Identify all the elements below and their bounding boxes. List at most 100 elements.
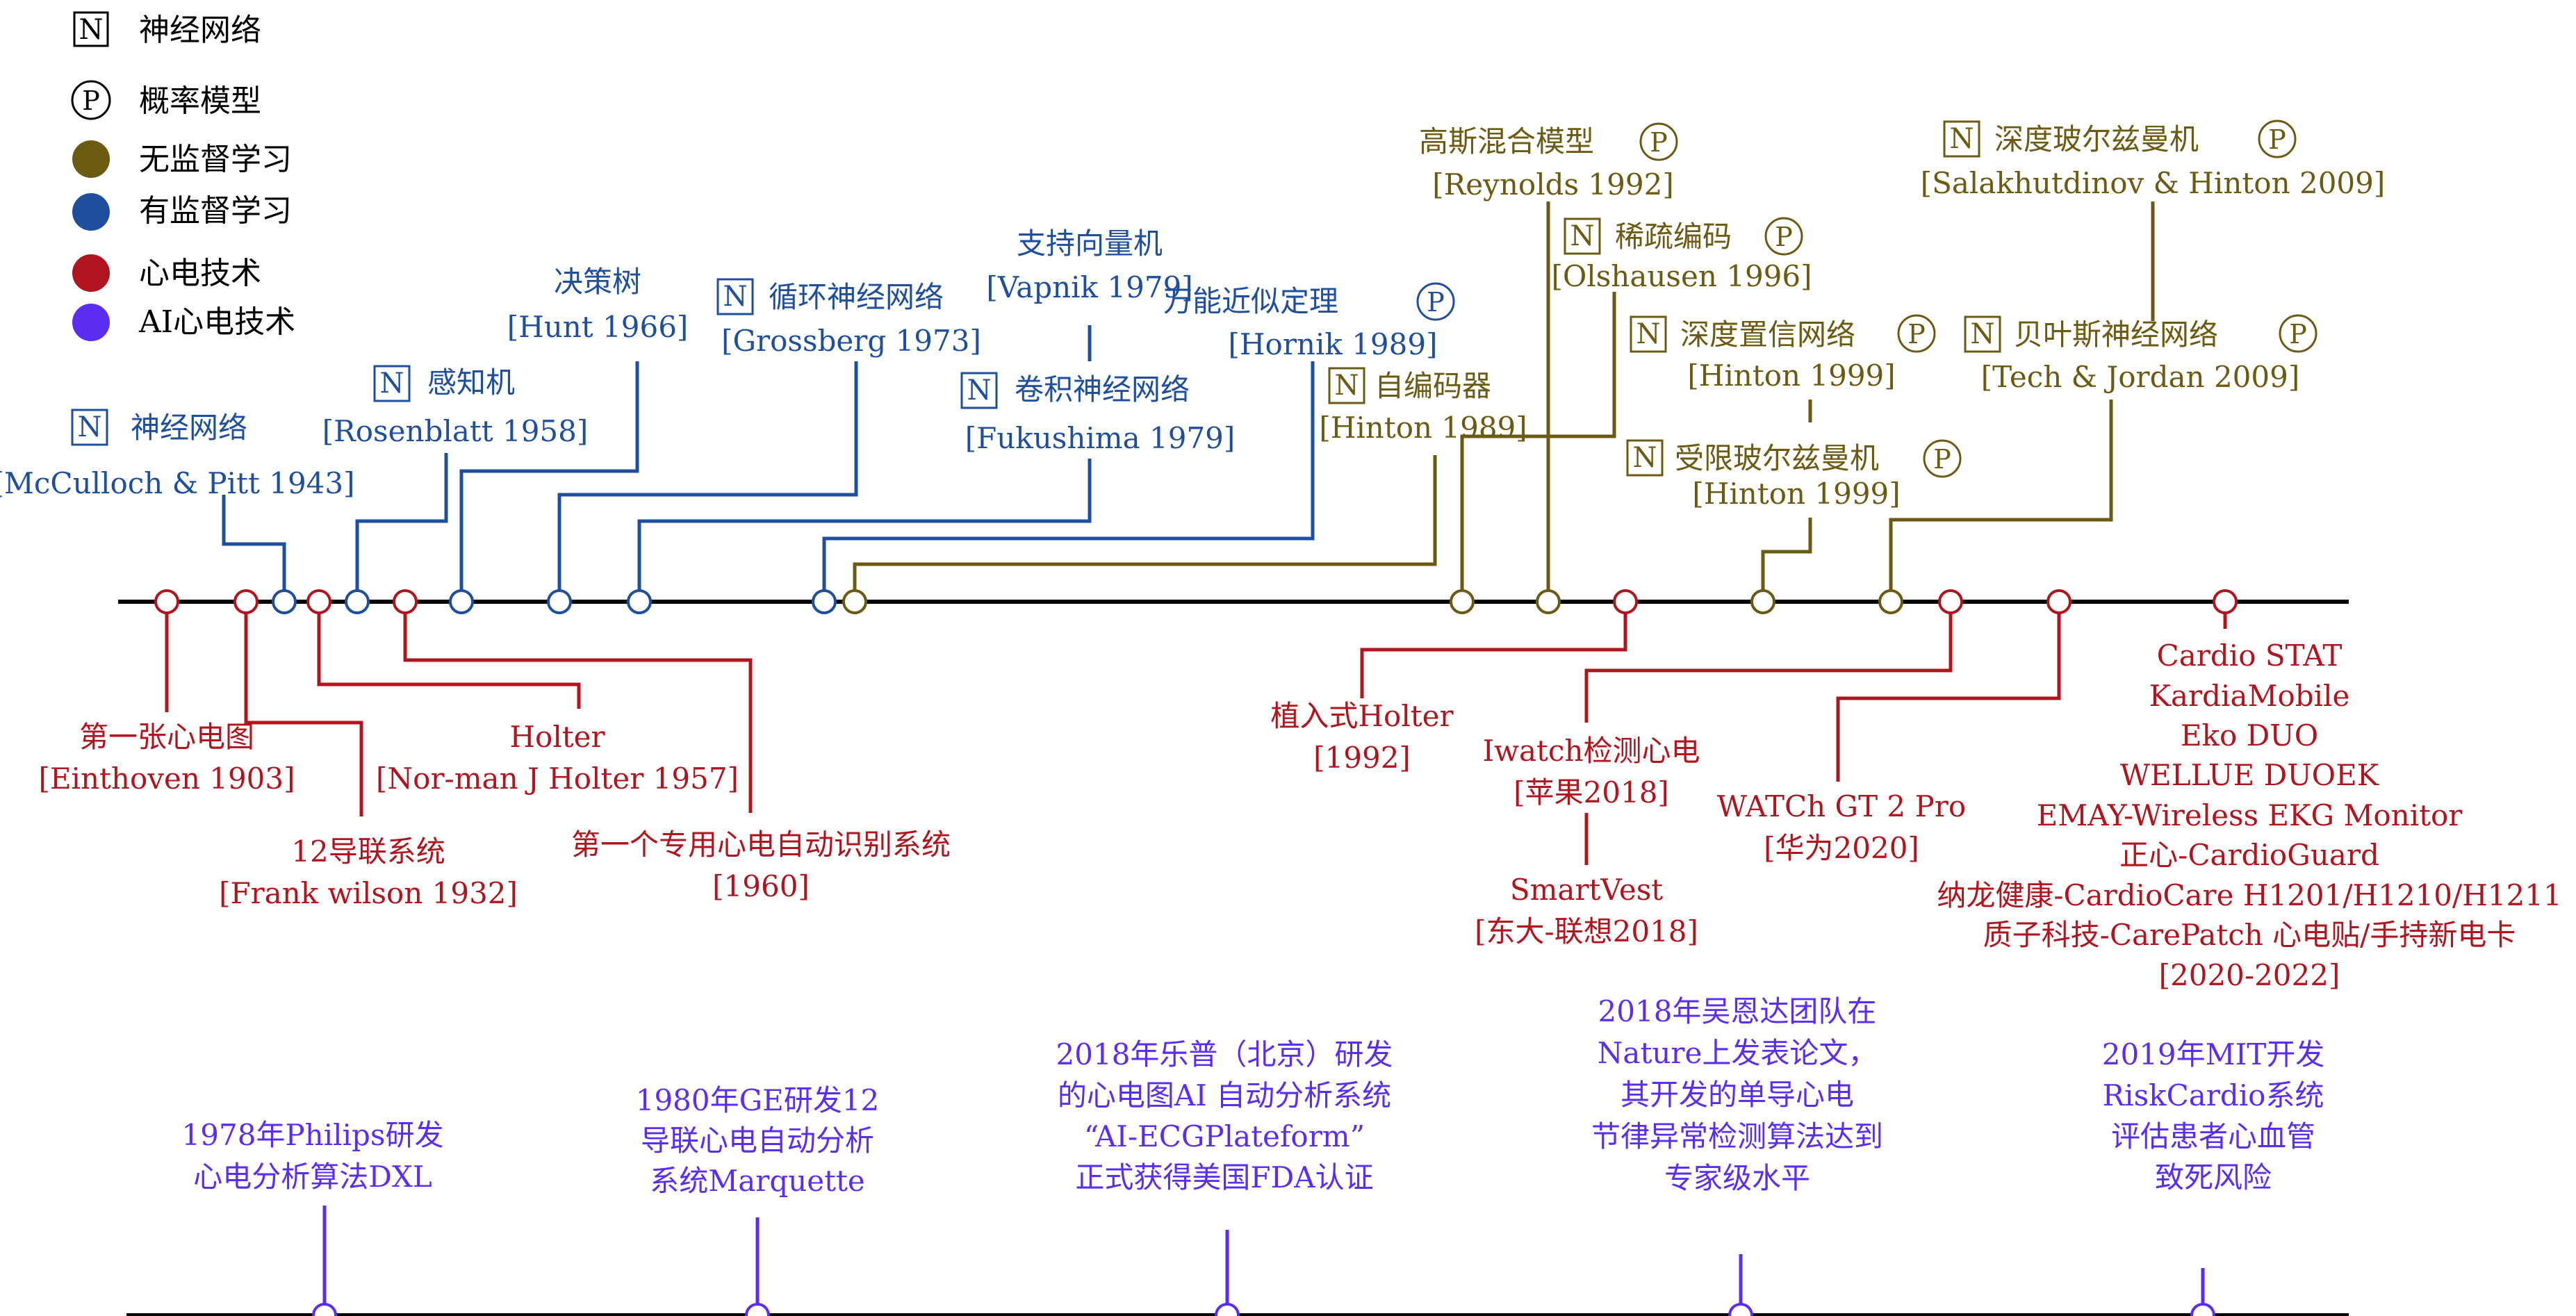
ge-line-3: 系统Marquette xyxy=(650,1164,865,1198)
wilson-title: 12导联系统 xyxy=(291,834,445,869)
vapnik-title: 支持向量机 xyxy=(1017,227,1163,261)
hinton1999a-p: P xyxy=(1908,319,1926,349)
connector-mcculloch xyxy=(222,495,286,591)
node-hornik xyxy=(812,589,837,614)
olshausen-p: P xyxy=(1775,222,1793,252)
supervised-labels: N 神经网络 [McCulloch & Pitt 1943] N 感知机 [Ro… xyxy=(0,227,1455,500)
rosenblatt-title: 感知机 xyxy=(427,365,515,400)
implant-citation: [1992] xyxy=(1313,741,1411,775)
ng-line-5: 专家级水平 xyxy=(1664,1161,1810,1195)
connector-hornik xyxy=(822,361,1315,591)
hornik-p: P xyxy=(1427,287,1445,318)
grossberg-n: N xyxy=(723,281,748,313)
mit-line-2: RiskCardio系统 xyxy=(2103,1078,2324,1112)
node-devices xyxy=(2213,589,2238,614)
watch-citation: [华为2020] xyxy=(1764,831,1919,865)
node-grossberg xyxy=(547,589,572,614)
grossberg-citation: [Grossberg 1973] xyxy=(721,324,981,358)
mcculloch-citation: [McCulloch & Pitt 1943] xyxy=(0,466,354,500)
node-hunt xyxy=(449,589,474,614)
fukushima-n-box xyxy=(960,372,998,409)
ge-line-1: 1980年GE研发12 xyxy=(636,1083,880,1117)
connector-hinton1999b xyxy=(1761,518,1812,591)
legend-unsupervised-dot xyxy=(72,140,110,178)
auto1960-citation: [1960] xyxy=(712,869,810,903)
iwatch-title: Iwatch检测心电 xyxy=(1482,734,1700,768)
smartvest-citation: [东大-联想2018] xyxy=(1475,914,1698,948)
device-line-5: EMAY-Wireless EKG Monitor xyxy=(2037,798,2463,832)
holter-title: Holter xyxy=(509,720,605,754)
device-line-3: Eko DUO xyxy=(2181,718,2318,752)
olshausen-p-circle xyxy=(1764,217,1803,256)
connector-olshausen xyxy=(1460,292,1616,591)
reynolds-p-circle xyxy=(1639,122,1678,161)
ng-line-4: 节律异常检测算法达到 xyxy=(1591,1119,1883,1153)
hinton1989-citation: [Hinton 1989] xyxy=(1319,411,1527,445)
hinton1999a-citation: [Hinton 1999] xyxy=(1687,359,1895,393)
reynolds-title: 高斯混合模型 xyxy=(1419,124,1594,158)
salakhutdinov-n-box xyxy=(1943,120,1980,158)
node-ge xyxy=(745,1303,770,1316)
einthoven-citation: [Einthoven 1903] xyxy=(39,762,295,796)
node-mit xyxy=(2190,1303,2215,1316)
hinton1999a-n: N xyxy=(1636,318,1661,350)
hinton1989-title: 自编码器 xyxy=(1375,369,1491,403)
device-line-4: WELLUE DUOEK xyxy=(2120,758,2380,792)
rosenblatt-n: N xyxy=(380,368,404,400)
fukushima-n: N xyxy=(967,375,992,406)
hinton1989-n-box xyxy=(1328,367,1365,404)
upper-nodes xyxy=(154,589,2238,614)
olshausen-n: N xyxy=(1570,220,1595,252)
legend-ai-label: AI心电技术 xyxy=(138,304,295,340)
node-mcculloch xyxy=(272,589,297,614)
device-line-6: 正心-CardioGuard xyxy=(2119,838,2379,872)
reynolds-citation: [Reynolds 1992] xyxy=(1432,167,1673,201)
node-implant xyxy=(1613,589,1638,614)
legend-unsupervised-label: 无监督学习 xyxy=(139,142,292,177)
iwatch-citation: [苹果2018] xyxy=(1513,775,1669,809)
legend: N 神经网络 P 概率模型 无监督学习 有监督学习 心电技术 AI心电技术 xyxy=(71,11,295,341)
watch-title: WATCh GT 2 Pro xyxy=(1717,789,1966,823)
legend-neural-label: 神经网络 xyxy=(139,13,261,48)
salakhutdinov-p-circle xyxy=(2258,120,2297,158)
olshausen-citation: [Olshausen 1996] xyxy=(1551,259,1812,293)
hornik-title: 万能近似定理 xyxy=(1163,284,1338,318)
node-watch xyxy=(2046,589,2072,614)
node-iwatch xyxy=(1938,589,1963,614)
hinton1999b-title: 受限玻尔兹曼机 xyxy=(1675,441,1879,475)
node-einthoven xyxy=(154,589,179,614)
mcculloch-n: N xyxy=(78,411,102,443)
node-ng xyxy=(1728,1303,1753,1316)
node-fukushima xyxy=(627,589,652,614)
ng-line-3: 其开发的单导心电 xyxy=(1621,1078,1854,1112)
legend-neural-marker: N xyxy=(79,14,104,46)
legend-ai-dot xyxy=(72,304,110,341)
unsupervised-labels: N 自编码器 [Hinton 1989] 高斯混合模型 P [Reynolds … xyxy=(1319,120,2386,511)
lepu-line-1: 2018年乐普（北京）研发 xyxy=(1056,1037,1393,1071)
unsupervised-connectors xyxy=(853,201,2155,591)
hornik-p-circle xyxy=(1416,282,1455,321)
tech-jordan-n: N xyxy=(1971,318,1995,350)
lepu-line-4: 正式获得美国FDA认证 xyxy=(1075,1160,1373,1194)
device-line-8: 质子科技-CarePatch 心电贴/手持新电卡 xyxy=(1983,918,2516,952)
node-olshausen xyxy=(1536,589,1561,614)
supervised-connectors xyxy=(222,325,1315,591)
salakhutdinov-citation: [Salakhutdinov & Hinton 2009] xyxy=(1921,166,2386,200)
salakhutdinov-title: 深度玻尔兹曼机 xyxy=(1994,122,2199,156)
grossberg-title: 循环神经网络 xyxy=(769,280,944,314)
node-philips xyxy=(312,1303,337,1316)
mcculloch-title: 神经网络 xyxy=(131,411,247,445)
connector-rosenblatt xyxy=(355,453,448,591)
connector-grossberg xyxy=(557,361,858,591)
node-auto1960 xyxy=(393,589,418,614)
hinton1999a-title: 深度置信网络 xyxy=(1680,318,1855,352)
connector-fukushima xyxy=(637,459,1092,591)
mit-line-4: 致死风险 xyxy=(2155,1160,2272,1194)
mit-line-1: 2019年MIT开发 xyxy=(2102,1037,2325,1071)
legend-ecg-dot xyxy=(72,254,110,292)
connector-holter xyxy=(317,613,581,709)
hunt-title: 决策树 xyxy=(554,265,641,299)
rosenblatt-n-box xyxy=(373,365,411,402)
ng-line-2: Nature上发表论文， xyxy=(1598,1036,1878,1070)
